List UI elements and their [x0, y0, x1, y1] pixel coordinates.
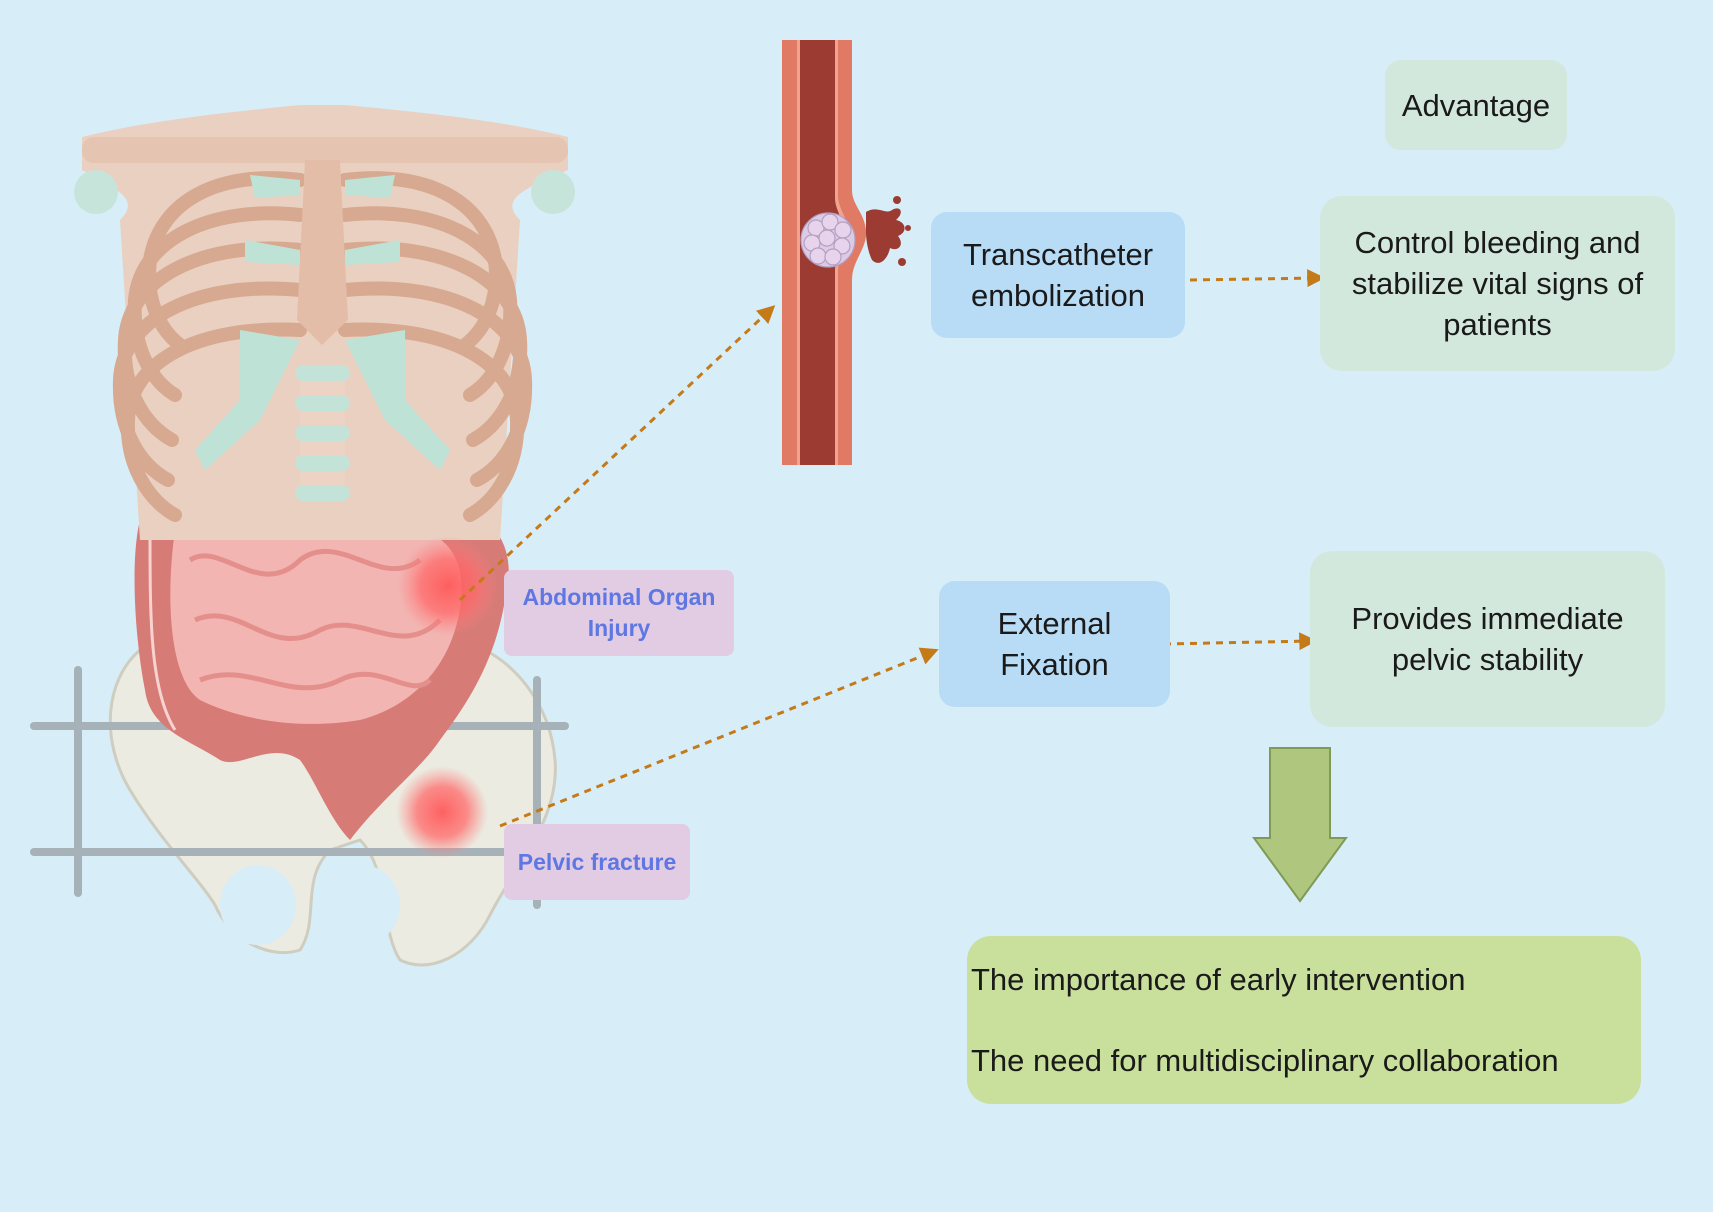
advantage-embolization-box: Control bleeding and stabilize vital sig…: [1320, 196, 1675, 371]
conclusion-box: The importance of early intervention The…: [967, 936, 1641, 1104]
advantage-fixation-box: Provides immediate pelvic stability: [1310, 551, 1665, 727]
embolic-particles-icon: [800, 212, 856, 268]
external-fixation-box: External Fixation: [939, 581, 1170, 707]
rib-cage: [74, 105, 575, 540]
arrow-pelvic-to-fixation: [499, 647, 939, 828]
arrow-embolization-to-advantage: [1189, 269, 1326, 288]
label-abdominal-organ-injury: Abdominal Organ Injury: [504, 570, 734, 656]
conclusion-multidisciplinary: The need for multidisciplinary collabora…: [971, 1043, 1559, 1078]
down-arrow-icon: [1252, 747, 1348, 903]
arrow-fixation-to-advantage: [1163, 632, 1318, 651]
pelvic-injury-marker: [396, 766, 488, 858]
conclusion-early-intervention: The importance of early intervention: [971, 962, 1466, 997]
advantage-header: Advantage: [1385, 60, 1567, 150]
transcatheter-embolization-box: Transcatheter embolization: [931, 212, 1185, 338]
label-pelvic-fracture: Pelvic fracture: [504, 824, 690, 900]
abdominal-injury-marker: [398, 536, 498, 636]
arrow-abdominal-to-vessel: [458, 305, 776, 602]
